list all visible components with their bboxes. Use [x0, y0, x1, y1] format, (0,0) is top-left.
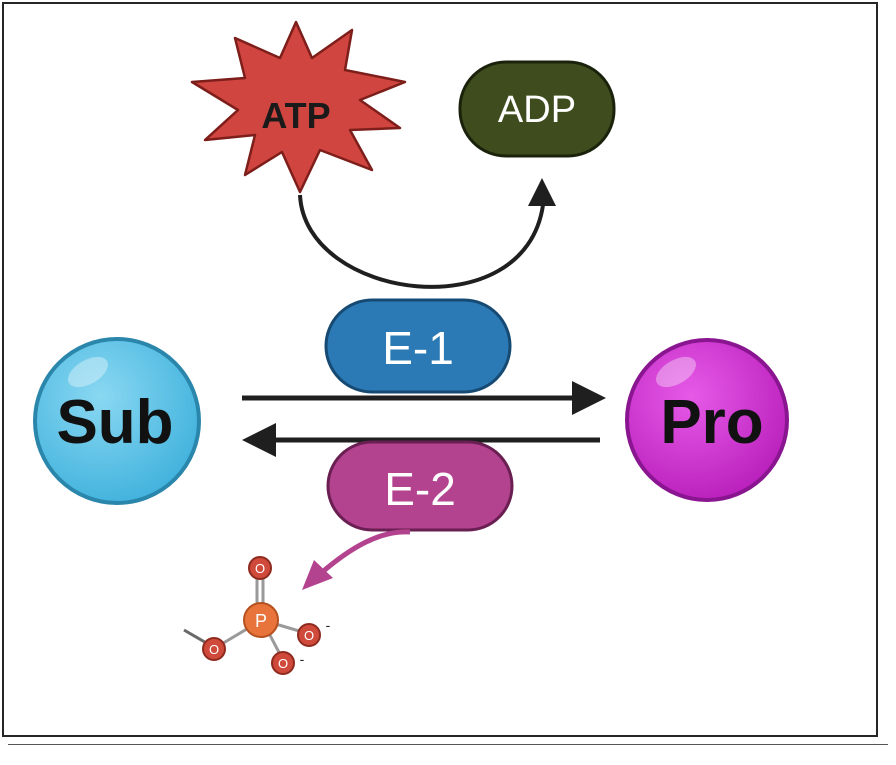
- oxygen-atom-top: [248, 556, 272, 580]
- charge-bottom: -: [300, 651, 305, 667]
- adp-label: ADP: [498, 89, 576, 131]
- oxygen-top-label: O: [255, 561, 265, 576]
- oxygen-left-label: O: [209, 642, 219, 657]
- adp-node: ADP: [458, 60, 616, 158]
- substrate-circle: [33, 337, 201, 505]
- atp-to-adp-arrow: [298, 194, 545, 289]
- bottom-divider: [8, 744, 888, 763]
- charge-right: -: [326, 617, 331, 633]
- reverse-arrowhead: [242, 423, 276, 457]
- oxygen-atom-right: [297, 623, 321, 647]
- product-label: Pro: [660, 388, 763, 457]
- phosphate-arrowhead: [302, 560, 333, 590]
- oxygen-bottom-label: O: [278, 656, 288, 671]
- product-circle: [625, 338, 789, 502]
- oxygen-right-label: O: [304, 628, 314, 643]
- oxygen-atom-bottom: [271, 651, 295, 675]
- phosphorus-label: P: [255, 611, 267, 631]
- oxygen-atom-left: [202, 637, 226, 661]
- phosphate-group: P O O - O - O: [183, 556, 331, 675]
- substrate-highlight: [68, 356, 108, 388]
- enzyme-reverse: E-2: [326, 440, 514, 532]
- substrate-label: Sub: [56, 388, 173, 457]
- product-highlight: [656, 356, 696, 388]
- phosphate-release-arrow: [318, 529, 411, 576]
- atp-label: ATP: [261, 95, 330, 136]
- adp-arrowhead: [528, 178, 556, 206]
- product-node: Pro: [625, 338, 789, 502]
- phosphorus-atom: [243, 602, 279, 638]
- forward-arrowhead: [572, 381, 606, 415]
- enzyme-forward: E-1: [324, 298, 512, 394]
- substrate-node: Sub: [33, 337, 201, 505]
- adp-pill: [458, 60, 616, 158]
- enzyme-forward-pill: [324, 298, 512, 394]
- enzyme-reverse-label: E-2: [384, 463, 456, 515]
- enzyme-forward-label: E-1: [382, 322, 454, 374]
- atp-starburst: ATP: [190, 20, 407, 194]
- enzyme-reverse-pill: [326, 440, 514, 532]
- atp-burst-shape: [190, 20, 407, 194]
